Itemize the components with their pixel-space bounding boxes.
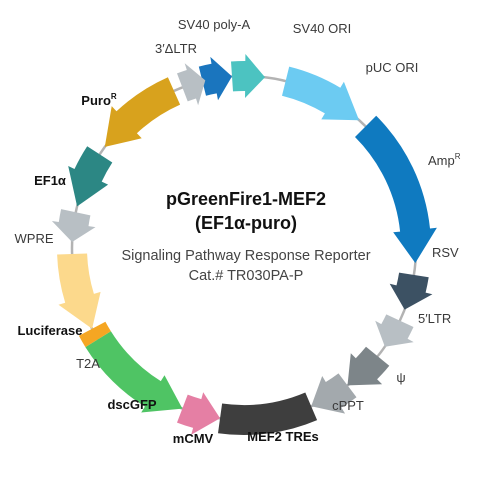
ltr5-segment [375, 314, 414, 347]
feature-labels: SV40 poly-A SV40 ORI pUC ORI AmpR RSV 5′LTR ψ c… [15, 17, 461, 446]
psi-label: ψ [396, 370, 405, 385]
cppt-label: cPPT [332, 398, 364, 413]
wpre-label: WPRE [15, 231, 54, 246]
sv40-polya-label: SV40 poly-A [178, 17, 251, 32]
sv40-ori-segment [231, 54, 265, 98]
puror-segment [104, 77, 181, 147]
dscgfp-segment [85, 331, 183, 413]
mef2-tres-segment [218, 392, 318, 436]
mef2-tres-label: MEF2 TREs [247, 429, 319, 444]
rsv-segment [389, 272, 433, 310]
mcmv-segment [177, 392, 221, 435]
t2a-segment [78, 321, 111, 348]
puror-label-superscript: R [111, 92, 117, 101]
ltr3-label: 3′ΔLTR [155, 41, 197, 56]
dscgfp-label: dscGFP [107, 397, 156, 412]
ltr3-segment [177, 63, 206, 106]
ltr5-label: 5′LTR [418, 311, 451, 326]
psi-segment [347, 346, 390, 386]
plasmid-description: Signaling Pathway Response Reporter [121, 248, 370, 264]
sv40-polya-segment [198, 56, 232, 101]
puror-label: PuroR [81, 92, 117, 108]
ampr-segment [355, 115, 437, 263]
luciferase-label: Luciferase [17, 323, 82, 338]
rsv-label: RSV [432, 245, 459, 260]
sv40-ori-label: SV40 ORI [293, 21, 352, 36]
cppt-segment [311, 373, 357, 414]
ef1a-segment [68, 146, 113, 207]
ampr-label: AmpR [428, 152, 461, 168]
ampr-label-superscript: R [455, 152, 461, 161]
plasmid-name: pGreenFire1-MEF2 [166, 189, 326, 209]
plasmid-subtitle: (EF1α-puro) [195, 213, 297, 233]
wpre-segment [51, 209, 96, 242]
plasmid-catalog: Cat.# TR030PA-P [189, 268, 304, 284]
mcmv-label: mCMV [173, 431, 214, 446]
puc-ori-label: pUC ORI [366, 60, 419, 75]
ef1a-label: EF1α [34, 173, 66, 188]
luciferase-segment [57, 253, 101, 329]
t2a-label: T2A [76, 356, 100, 371]
feature-segments [51, 54, 437, 436]
puc-ori-segment [282, 66, 360, 121]
